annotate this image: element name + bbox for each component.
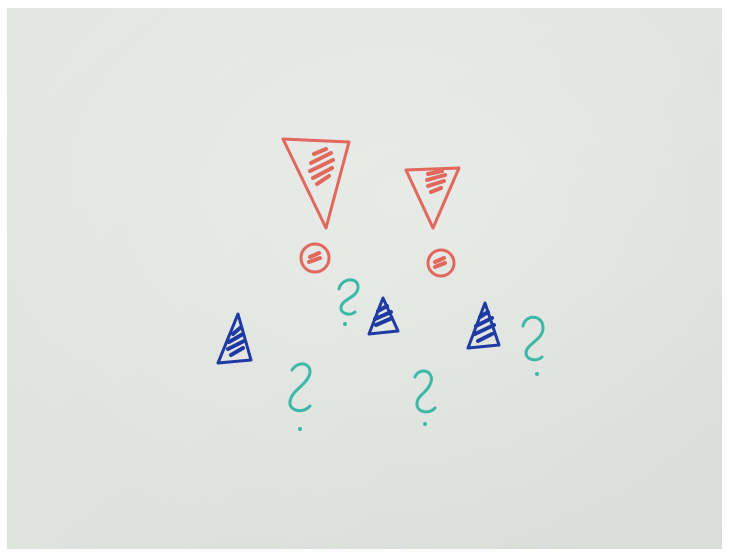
teal-question-dot-bottom-left (298, 427, 302, 431)
teal-question-dot-bottom-center (423, 422, 427, 426)
teal-question-dot-center-top (343, 322, 347, 326)
teal-question-dot-right (535, 372, 539, 376)
whiteboard (7, 8, 722, 549)
board-glow (7, 8, 722, 549)
whiteboard-drawing (7, 8, 722, 549)
